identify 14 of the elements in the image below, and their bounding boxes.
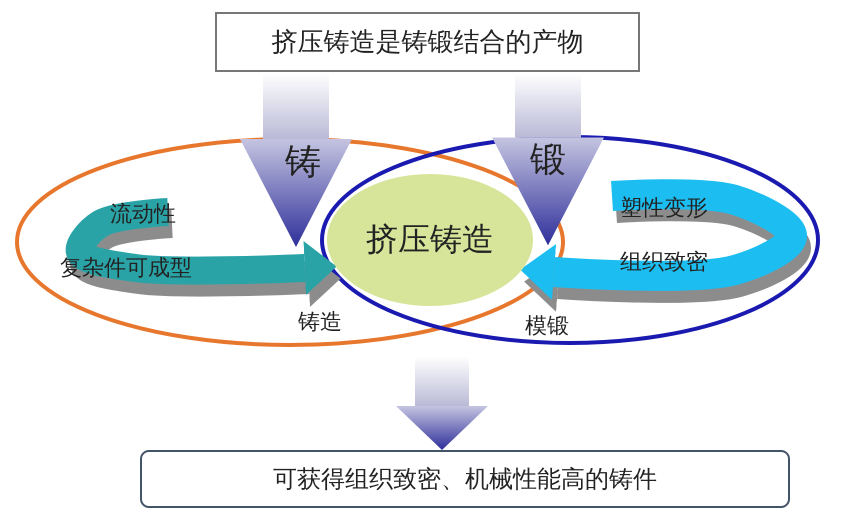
edge-label: 锻 xyxy=(530,138,566,182)
feature-label: 复杂件可成型 xyxy=(60,255,192,283)
feature-label: 模锻 xyxy=(525,313,569,341)
forging-ellipse xyxy=(320,135,820,345)
node-label: 可获得组织致密、机械性能高的铸件 xyxy=(273,464,657,495)
node-label: 挤压铸造是铸锻结合的产物 xyxy=(272,26,584,60)
title-box xyxy=(215,12,640,72)
feature-label: 铸造 xyxy=(298,309,342,337)
curved-arrow xyxy=(520,179,807,300)
curved-arrow xyxy=(66,198,337,295)
feature-label: 塑性变形 xyxy=(620,195,708,223)
edge-label: 铸 xyxy=(285,140,321,184)
node-label: 挤压铸造 xyxy=(366,219,494,260)
result-box xyxy=(140,450,790,508)
